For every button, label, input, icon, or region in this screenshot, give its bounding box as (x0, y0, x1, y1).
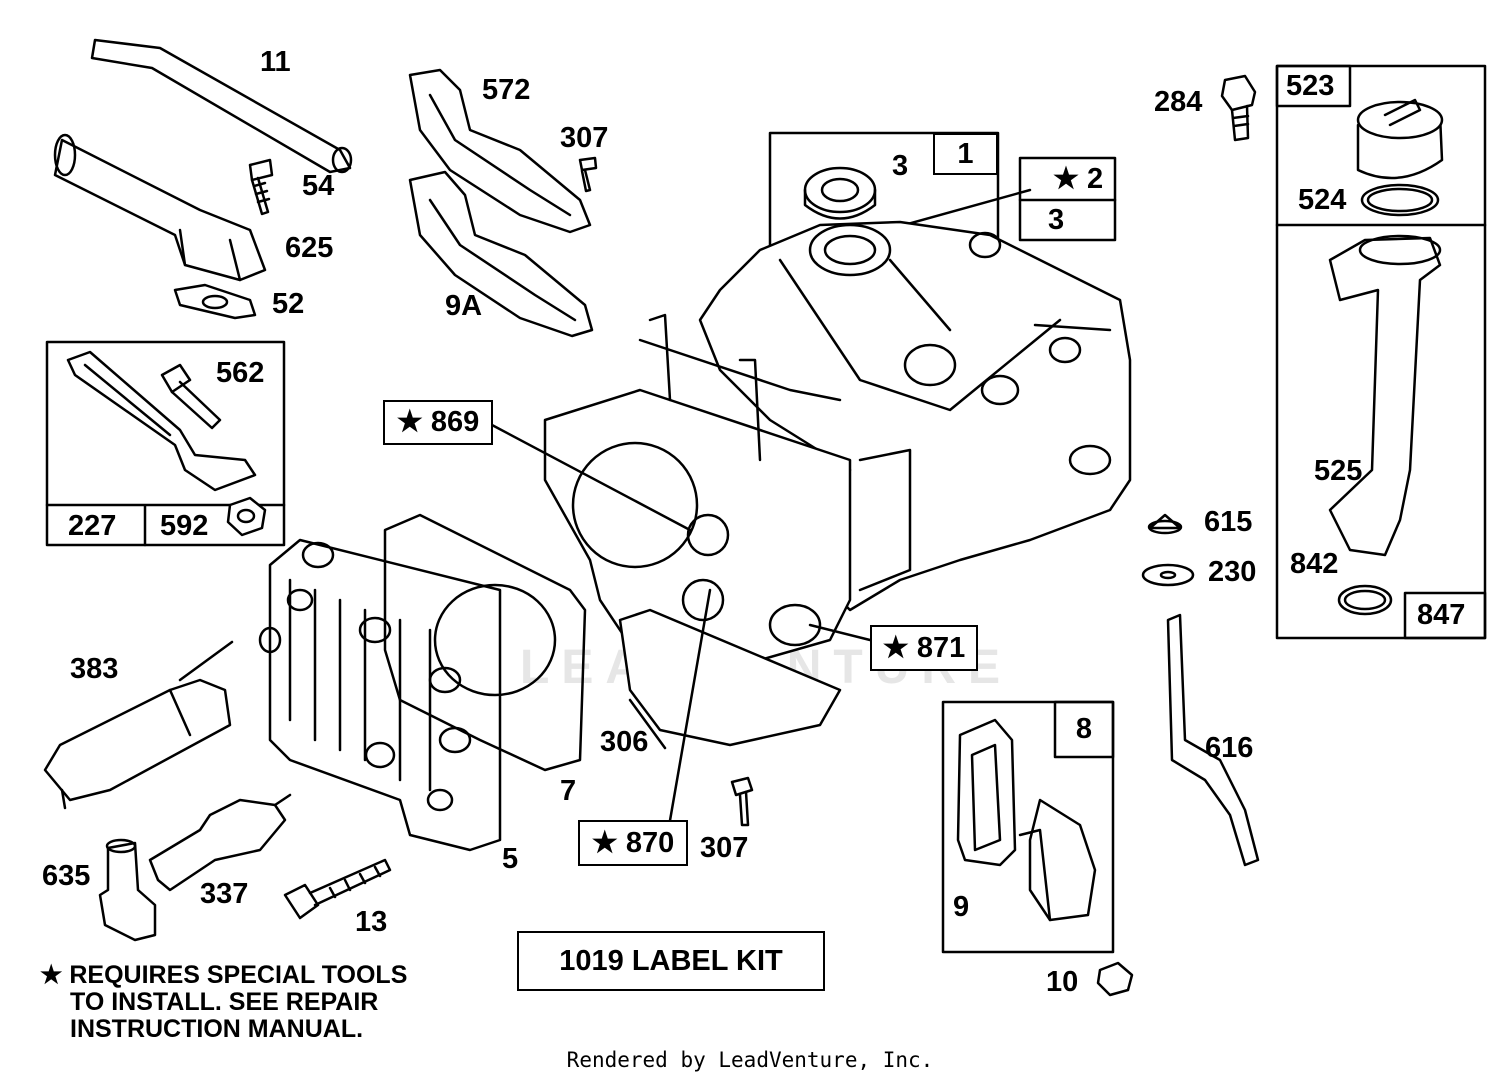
leader-871 (808, 623, 872, 642)
label-part-869: ★ 869 (383, 400, 493, 445)
label-part-525: 525 (1314, 455, 1363, 487)
part-615-cap (1147, 513, 1183, 535)
part-524-oring (1360, 183, 1440, 217)
part-572-gasket (408, 68, 592, 234)
leader-869 (490, 423, 692, 532)
note-line-1: ★ REQUIRES SPECIAL TOOLS (40, 961, 408, 989)
part-227-bracket (66, 350, 257, 492)
part-592-nut (226, 496, 267, 537)
footer-credit: Rendered by LeadVenture, Inc. (566, 1048, 934, 1072)
part-337-spark-plug (148, 793, 292, 892)
label-kit-box: 1019 LABEL KIT (517, 931, 825, 991)
box-part-847 (1275, 64, 1487, 640)
label-part-2: ★ 2 (1053, 163, 1104, 195)
label-part-3: 3 (1048, 204, 1065, 236)
part-525-dipstick-tube (1328, 234, 1442, 557)
label-part-307-top: 307 (560, 122, 609, 154)
part-11-tube (90, 38, 353, 174)
part-10-screw (1096, 961, 1134, 997)
part-562-bolt (160, 363, 222, 430)
part-625-elbow (53, 133, 267, 282)
label-part-524: 524 (1298, 184, 1347, 216)
label-part-523: 523 (1286, 70, 1335, 102)
part-383-tool (43, 640, 234, 810)
note-line-2: TO INSTALL. SEE REPAIR (70, 988, 379, 1016)
part-5-cylinder-head (258, 538, 502, 852)
part-7-head-gasket (383, 513, 587, 772)
part-307-screw-bottom (730, 776, 754, 827)
label-part-230: 230 (1208, 556, 1257, 588)
part-3-seal (803, 166, 877, 220)
label-part-52: 52 (272, 288, 305, 320)
label-part-54: 54 (302, 170, 335, 202)
part-842-oring (1337, 584, 1393, 616)
label-part-870: ★ 870 (578, 820, 688, 866)
label-part-10: 10 (1046, 966, 1079, 998)
label-part-337: 337 (200, 878, 249, 910)
part-52-gasket (173, 283, 257, 320)
part-635-boot (98, 838, 157, 942)
label-part-615: 615 (1204, 506, 1253, 538)
part-8-cover (1018, 798, 1097, 922)
note-line-3: INSTRUCTION MANUAL. (70, 1015, 364, 1043)
part-306-gasket (618, 608, 842, 747)
box-parts-8-9 (941, 700, 1115, 954)
crankcase-block (698, 220, 1132, 612)
part-54-bolt (248, 158, 274, 216)
label-part-7: 7 (560, 775, 577, 807)
part-9A-gasket (408, 170, 594, 338)
label-part-9: 9 (953, 891, 970, 923)
label-part-625: 625 (285, 232, 334, 264)
box-parts-227-562-592 (45, 340, 286, 547)
label-part-572: 572 (482, 74, 531, 106)
part-284-plug (1220, 74, 1257, 142)
label-part-842: 842 (1290, 548, 1339, 580)
leader-306 (628, 698, 667, 750)
part-9-gasket (956, 718, 1017, 867)
part-307-screw-top (578, 156, 598, 193)
label-part-8: 8 (1075, 713, 1093, 745)
label-part-307-bottom: 307 (700, 832, 749, 864)
label-part-635: 635 (42, 860, 91, 892)
label-part-5: 5 (502, 843, 519, 875)
label-part-11: 11 (260, 46, 291, 78)
label-part-1: 1 (933, 133, 998, 175)
part-616-dipstick (1166, 613, 1260, 867)
part-13-bolt (283, 858, 392, 920)
label-part-306: 306 (600, 726, 649, 758)
part-230-washer (1141, 563, 1195, 587)
label-part-227: 227 (68, 510, 117, 542)
label-part-616: 616 (1205, 732, 1254, 764)
label-part-562: 562 (216, 357, 265, 389)
label-part-871: ★ 871 (870, 625, 978, 671)
leader-870 (666, 588, 712, 834)
label-part-847: 847 (1417, 599, 1466, 631)
label-part-383: 383 (70, 653, 119, 685)
label-part-3-seal: 3 (892, 150, 909, 182)
label-part-284: 284 (1154, 86, 1203, 118)
special-tools-note: ★ REQUIRES SPECIAL TOOLS TO INSTALL. SEE… (40, 962, 407, 1043)
label-part-13: 13 (355, 906, 388, 938)
label-part-592: 592 (160, 510, 209, 542)
label-part-9A: 9A (445, 290, 483, 322)
part-523-cap (1356, 98, 1444, 180)
